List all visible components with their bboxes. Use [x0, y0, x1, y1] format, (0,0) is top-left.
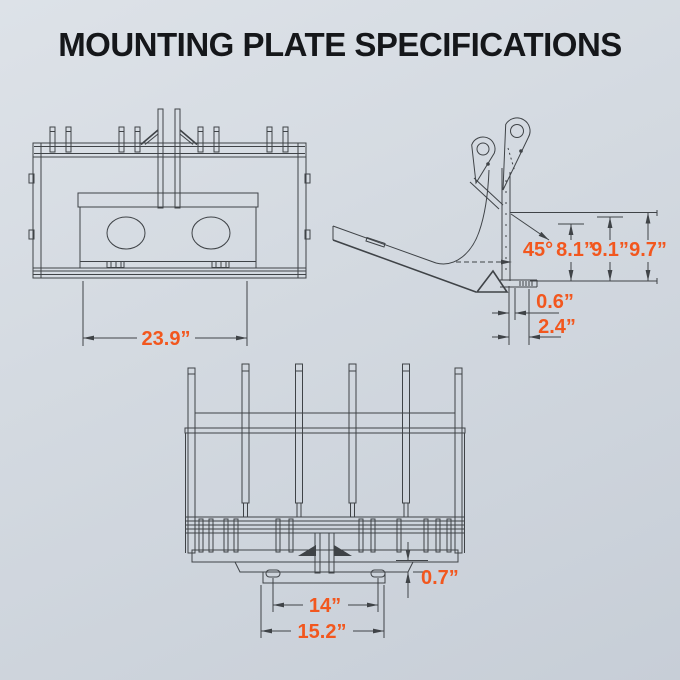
dim-angle: 45° [523, 239, 553, 261]
dim-offset-1: 0.6” [536, 291, 574, 313]
page-title: MOUNTING PLATE SPECIFICATIONS [58, 26, 622, 63]
dim-plate-thickness: 0.7” [421, 567, 459, 589]
side-view-drawing: 45° 8.1” 9.1” 9.7” 0.6” 2.4” [332, 117, 667, 345]
dim-plate-width: 15.2” [298, 621, 347, 643]
dim-front-width: 23.9” [142, 328, 191, 350]
dim-height-2: 9.1” [591, 239, 629, 261]
dim-offset-2: 2.4” [538, 316, 576, 338]
front-view-drawing: 23.9” [28, 108, 311, 350]
dim-height-3: 9.7” [629, 239, 667, 261]
dim-height-1: 8.1” [556, 239, 594, 261]
bottom-view-drawing: 0.7” 14” 15.2” [184, 363, 466, 643]
dim-hole-spacing: 14” [309, 595, 341, 617]
